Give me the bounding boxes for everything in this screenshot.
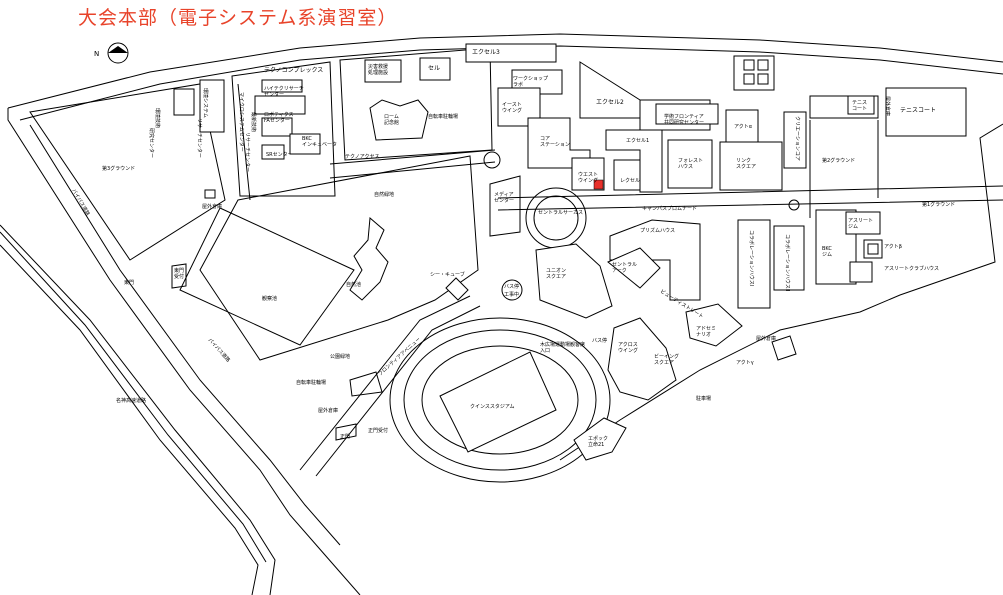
label-promenade: キャンパスプロムナード xyxy=(642,206,697,212)
label-micro-system: マイクロシステムセンター xyxy=(238,92,245,152)
hq-marker xyxy=(593,179,604,190)
label-sr-center: SRセンター xyxy=(266,151,293,158)
label-link-square: リンクスクエア xyxy=(736,158,756,170)
label-pond: 自然池 xyxy=(346,281,361,288)
label-outdoor-storage: 屋外倉庫 xyxy=(756,335,776,342)
label-disaster: 災害救援処理施設 xyxy=(368,63,388,76)
label-bus-road2: バイパス道路 xyxy=(207,337,232,364)
label-prism-house: プリズムハウス xyxy=(640,227,675,234)
label-bio: 環境技術研究センター xyxy=(148,108,161,158)
label-academia: アドセミナリオ xyxy=(696,326,716,338)
label-athlete-gym: アスリートジム xyxy=(848,218,873,230)
label-excel3: エクセル3 xyxy=(472,49,500,56)
label-collab2: コラボレーションハウスⅡ xyxy=(784,234,791,291)
bld-env xyxy=(199,79,225,133)
label-env: 環境システムリサーチセンター xyxy=(196,88,209,158)
label-ground3: 第3グラウンド xyxy=(102,165,135,172)
label-collab1: コラボレーションハウスⅠ xyxy=(748,230,755,286)
label-parking-east: 屋外倉庫 xyxy=(884,96,891,116)
label-nature: 自然緑地 xyxy=(374,191,394,198)
label-tennis-small: テニスコート xyxy=(852,100,867,112)
label-queens-stadium: クインススタジアム xyxy=(470,403,515,410)
label-athlete-club: アスリートクラブハウス xyxy=(884,265,939,272)
label-rohm: ローム記念館 xyxy=(384,114,399,126)
label-public-green: 公園緑地 xyxy=(330,353,350,360)
label-media: メディアセンター xyxy=(494,191,514,204)
label-kinugasa: 木広場運動場観客席入口 xyxy=(540,341,585,354)
label-frontier: 学術フロンティア共同研究センター xyxy=(664,113,704,126)
label-parking-south: 屋外倉庫 xyxy=(318,407,338,414)
label-bus-stop: バス停 xyxy=(504,283,519,290)
label-bicycle-parking: 自転車駐輪場 xyxy=(428,113,458,120)
label-being-square: ビーイングスクエア xyxy=(654,353,679,366)
label-parking-west: 屋外倉庫 xyxy=(202,203,222,210)
label-high-tech: ハイテクリサーチセンター xyxy=(264,86,304,98)
label-core-station: コアステーション xyxy=(540,136,570,148)
label-workshop: ワークショップラボ xyxy=(513,76,548,88)
label-east-gate-post: 東門受付 xyxy=(174,267,184,280)
compass-label: N xyxy=(94,50,99,58)
label-ground2: 第2グラウンド xyxy=(822,157,855,164)
label-act-beta: アクトβ xyxy=(884,244,902,250)
label-techno-access: テクノアクセス xyxy=(345,154,379,160)
compass-icon: N xyxy=(94,42,129,64)
bld-small-west xyxy=(204,189,216,199)
label-epoch21: エポック立命21 xyxy=(588,435,608,448)
label-central-arc: セントラルアーク xyxy=(612,262,637,274)
label-forest-house: フォレストハウス xyxy=(678,158,703,170)
label-east-gate: 東門 xyxy=(124,279,134,286)
label-lecture: レクセル xyxy=(620,178,640,184)
label-bus-stop2: バス停 xyxy=(592,337,607,344)
label-tennis: テニスコート xyxy=(900,107,936,114)
label-meishin: 名神高速道路 xyxy=(116,397,146,404)
label-main-gate: 正門 xyxy=(340,434,350,440)
label-west-wing: ウエストウイング xyxy=(578,171,598,184)
label-east-wing: イーストウイング xyxy=(502,102,522,114)
label-main-gate-post: 正門受付 xyxy=(368,427,388,434)
bld-bio xyxy=(173,88,195,116)
label-creation-core: クリエーションコア xyxy=(794,116,800,161)
label-union-square: ユニオンスクエア xyxy=(546,268,566,280)
label-across-wing: アクロスウイング xyxy=(618,342,638,354)
label-central-circus: セントラルサーカス xyxy=(538,210,583,216)
map-title: 大会本部（電子システム系演習室） xyxy=(78,7,398,29)
label-ground1: 第1グラウンド xyxy=(922,201,955,208)
label-parking: 駐車場 xyxy=(696,395,711,402)
label-excel1: エクセル1 xyxy=(626,138,649,144)
label-sr-lab: 最新技術リサーチセンター xyxy=(244,112,257,172)
label-act-gamma: アクトγ xyxy=(736,360,754,366)
label-techno-complex: テクノコンプレックス xyxy=(264,67,323,74)
label-bus-road: バイパス道路 xyxy=(70,188,91,217)
label-cell: セル xyxy=(428,65,440,72)
label-excel2: エクセル2 xyxy=(596,99,624,106)
label-observation: 観察池 xyxy=(262,295,277,302)
label-construction: 工事中 xyxy=(504,291,519,298)
label-sea-cube: シー・キューブ xyxy=(430,271,465,278)
label-bicycle2: 自転車駐輪場 xyxy=(296,379,326,386)
label-act-alpha: アクトα xyxy=(734,124,753,130)
